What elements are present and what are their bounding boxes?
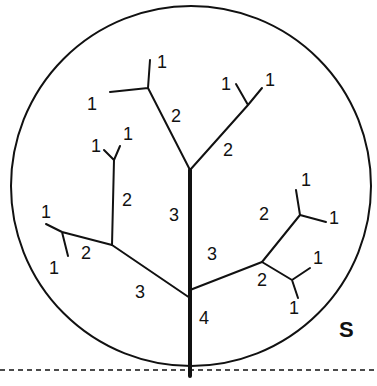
- order-number: 1: [288, 298, 300, 318]
- order-number: 1: [40, 202, 52, 222]
- order-number: 2: [256, 270, 268, 290]
- order-number: 1: [156, 52, 168, 72]
- order-number: 1: [300, 170, 312, 190]
- order-number: 1: [90, 136, 102, 156]
- order-number: 2: [80, 243, 92, 263]
- order-number: 2: [258, 204, 270, 224]
- order-number: 3: [206, 244, 218, 264]
- order-number: 1: [122, 124, 134, 144]
- order-number: 3: [134, 282, 146, 302]
- order-number: 1: [48, 258, 60, 278]
- order-number: 1: [220, 74, 232, 94]
- order-number: 2: [222, 140, 234, 160]
- order-number: 1: [86, 94, 98, 114]
- order-number: 2: [121, 190, 133, 210]
- order-number: 1: [264, 70, 276, 90]
- order-number: 4: [198, 308, 210, 328]
- order-number: 1: [312, 248, 324, 268]
- order-number: 2: [170, 106, 182, 126]
- order-number: 3: [168, 205, 180, 225]
- branches: [46, 60, 326, 376]
- caption-letter: S: [338, 318, 355, 342]
- order-number: 1: [328, 208, 340, 228]
